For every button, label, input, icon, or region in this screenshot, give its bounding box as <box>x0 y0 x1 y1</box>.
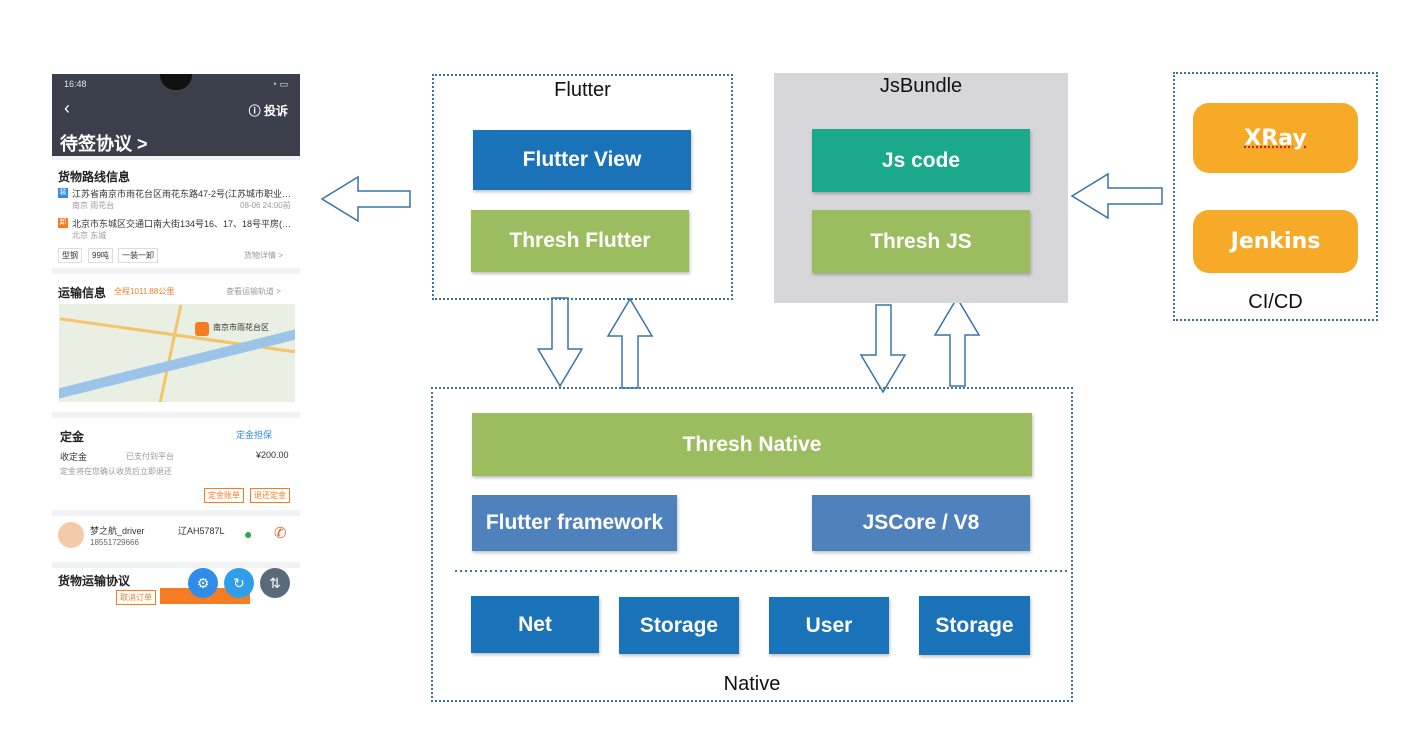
storage-module-box: Storage <box>619 597 739 654</box>
native-group <box>431 387 1073 702</box>
chat-icon[interactable]: ● <box>244 526 253 542</box>
app-screenshot: 16:48 ◔ ▭ ‹ ⓘ 投诉 待签协议 > 货物路线信息 装 江苏省南京市雨… <box>52 74 300 612</box>
camera-notch <box>160 74 192 90</box>
thresh-js-box: Thresh JS <box>812 210 1030 273</box>
jenkins-box: Jenkins <box>1193 210 1358 273</box>
deposit-amount: ¥200.00 <box>256 450 289 460</box>
cargo-chip: 一装一卸 <box>118 248 158 263</box>
deposit-guarantee-link[interactable]: 定金担保 <box>236 430 273 440</box>
arrow-flutter-up <box>606 297 654 389</box>
xray-box: XRay <box>1193 103 1358 173</box>
warning-icon: ⓘ <box>248 104 264 118</box>
user-module-box: User <box>769 597 889 654</box>
cargo-chip: 99吨 <box>88 248 113 263</box>
arrow-flutter-down <box>536 297 584 388</box>
location-pin-icon <box>195 322 209 336</box>
jscore-v8-box: JSCore / V8 <box>812 495 1030 551</box>
deposit-card: 定金 定金担保 收定金 已支付到平台 ¥200.00 定金将在您确认收货后立即退… <box>52 418 300 510</box>
map-location-label: 南京市雨花台区 <box>213 323 269 332</box>
cicd-group <box>1173 72 1378 321</box>
deposit-label: 收定金 <box>60 452 88 462</box>
flutter-group <box>432 74 733 300</box>
complain-button[interactable]: ⓘ 投诉 <box>248 104 288 118</box>
settings-icon[interactable]: ⚙ <box>188 568 218 598</box>
phone-call-icon[interactable]: ✆ <box>274 525 287 542</box>
from-address: 江苏省南京市雨花台区雨花东路47-2号(江苏城市职业… <box>72 189 292 199</box>
route-heading: 货物路线信息 <box>58 170 131 184</box>
thresh-flutter-box: Thresh Flutter <box>471 210 689 272</box>
driver-name: 梦之航_driver <box>90 526 145 536</box>
cargo-chip: 型钢 <box>58 248 82 263</box>
arrow-from-cicd <box>1070 172 1163 220</box>
agreement-heading: 货物运输协议 <box>58 574 131 588</box>
refresh-icon[interactable]: ↻ <box>224 568 254 598</box>
net-module-box: Net <box>471 596 599 653</box>
from-city: 南京 雨花台 <box>72 201 115 210</box>
agreement-card: 货物运输协议 取消订单 <box>52 568 300 612</box>
js-code-box: Js code <box>812 129 1030 192</box>
transport-distance: 全程1011.88公里 <box>114 287 175 296</box>
unload-tag: 卸 <box>58 218 68 228</box>
flutter-view-box: Flutter View <box>473 130 691 190</box>
storage-module-box: Storage <box>919 596 1030 655</box>
arrow-js-up <box>933 296 981 387</box>
route-map[interactable]: 南京市雨花台区 <box>59 304 295 402</box>
deposit-status: 已支付到平台 <box>126 452 174 461</box>
cicd-label: CI/CD <box>1248 291 1303 313</box>
route-card: 货物路线信息 装 江苏省南京市雨花台区雨花东路47-2号(江苏城市职业… 南京 … <box>52 160 300 268</box>
deposit-note: 定金将在您确认收货后立即退还 <box>60 467 172 476</box>
driver-phone: 18551729666 <box>90 538 139 547</box>
cargo-detail-link[interactable]: 货物详情 > <box>244 251 283 260</box>
flutter-label: Flutter <box>554 79 611 101</box>
avatar <box>58 522 84 548</box>
status-time: 16:48 <box>64 79 87 89</box>
back-icon[interactable]: ‹ <box>64 98 70 118</box>
native-label: Native <box>723 673 781 695</box>
driver-card: 梦之航_driver 辽AH5787L 18551729666 ● ✆ <box>52 516 300 562</box>
battery-icon: ◔ ▭ <box>271 79 288 89</box>
thresh-native-box: Thresh Native <box>472 413 1032 476</box>
jsbundle-label: JsBundle <box>879 75 963 97</box>
xray-label: XRay <box>1244 125 1307 151</box>
swap-icon[interactable]: ⇅ <box>260 568 290 598</box>
page-title: 待签协议 > <box>60 134 148 154</box>
driver-plate: 辽AH5787L <box>178 526 225 536</box>
cancel-order-button[interactable]: 取消订单 <box>116 590 156 605</box>
refund-deposit-button[interactable]: 退还定金 <box>250 488 290 503</box>
transport-heading: 运输信息 <box>58 286 107 300</box>
arrow-to-app <box>320 175 411 223</box>
flutter-framework-box: Flutter framework <box>472 495 677 551</box>
to-address: 北京市东城区交通口南大街134号16、17、18号平房(… <box>72 219 292 229</box>
load-tag: 装 <box>58 188 68 198</box>
track-link[interactable]: 查看运输轨道 > <box>226 287 281 296</box>
to-city: 北京 东城 <box>72 231 107 240</box>
arrow-js-down <box>859 304 907 394</box>
deposit-bill-button[interactable]: 定金账单 <box>204 488 244 503</box>
app-header: 16:48 ◔ ▭ ‹ ⓘ 投诉 待签协议 > <box>52 74 300 156</box>
from-time: 08-06 24:00前 <box>240 201 291 210</box>
deposit-heading: 定金 <box>60 430 85 444</box>
